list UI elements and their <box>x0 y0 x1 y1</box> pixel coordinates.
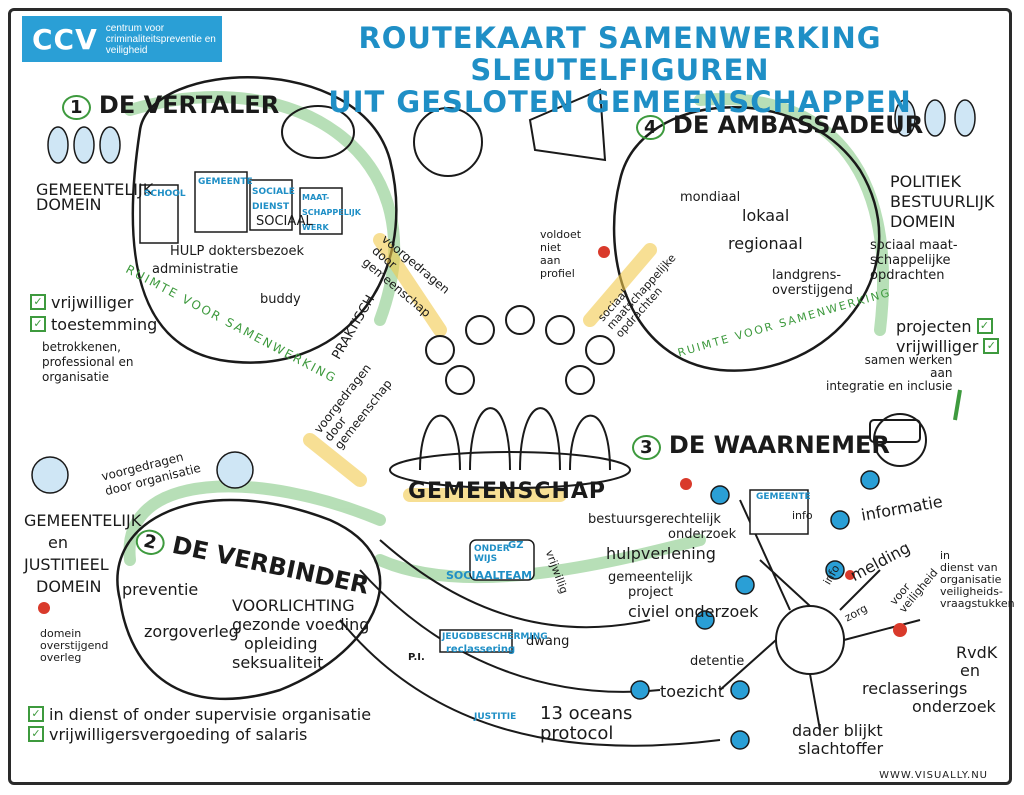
arrow-node <box>825 560 845 580</box>
ambassadeur-domain: POLITIEK BESTUURLIJK DOMEIN <box>890 172 995 231</box>
verbinder-shape <box>116 498 382 701</box>
sociale-dienst-building <box>249 179 293 231</box>
check-icon: ✓ <box>28 706 44 722</box>
check-icon: ✓ <box>983 338 1000 354</box>
gz-label: GZ <box>508 540 524 551</box>
hulp-label: HULP doktersbezoek <box>170 244 305 259</box>
check-icon: ✓ <box>976 318 993 334</box>
arrow-node <box>710 485 730 505</box>
hulpverlening-label: hulpverlening <box>606 544 716 563</box>
verbinder-domain: GEMEENTELIJK en JUSTITIEEL DOMEIN <box>24 511 142 596</box>
sociale-dienst-label: SOCIALE DIENST <box>252 187 295 212</box>
onderwijs-label: ONDER WIJS <box>474 544 510 564</box>
speech-bubble-1 <box>281 105 355 159</box>
vertaler-domain: GEMEENTELIJK DOMEIN <box>36 180 154 214</box>
arrow-node <box>730 730 750 750</box>
ambassadeur-checks: projecten✓ vrijwilliger✓ <box>896 318 1000 354</box>
rvdk-text: RvdK en reclasserings onderzoek <box>862 643 998 716</box>
preventie-label: preventie <box>122 580 199 599</box>
arrow-node <box>860 470 880 490</box>
toezicht-label: toezicht <box>660 682 724 701</box>
domein-overstijgend-text: domein overstijgend overleg <box>40 627 109 664</box>
voldoet-text: voldoet niet aan profiel <box>540 228 582 280</box>
project-text: gemeentelijk project <box>608 570 693 600</box>
waarnemer-title: 3 DE WAARNEMER <box>632 433 890 460</box>
betrokkenen-text: betrokkenen, professional en organisatie <box>42 340 134 384</box>
zorgoverleg-label: zorgoverleg <box>144 622 239 641</box>
sociaalteam-label: SOCIAALTEAM <box>446 569 533 582</box>
ccv-logo: CCV centrum voor criminaliteitspreventie… <box>22 16 222 62</box>
megaphone-icon <box>528 88 607 162</box>
check-icon: ✓ <box>28 726 44 742</box>
sociaal-label: SOCIAAL <box>256 214 313 229</box>
administratie-label: administratie <box>152 262 239 277</box>
landgrens-label: landgrens- overstijgend <box>772 268 853 298</box>
footer-url: WWW.VISUALLY.NU <box>879 770 988 781</box>
arrow-node <box>730 680 750 700</box>
ambassadeur-circle <box>612 106 881 372</box>
stream-line-3 <box>339 619 721 747</box>
stream-line-2 <box>359 569 661 693</box>
voorgedragen-highlight-1 <box>373 233 447 337</box>
justitie-label: JUSTITIE <box>474 712 517 722</box>
page-title: ROUTEKAART SAMENWERKING SLEUTELFIGUREN U… <box>328 21 912 119</box>
page-frame <box>8 8 1012 785</box>
voorgedragen-highlight-2 <box>303 433 367 487</box>
in-dienst-text: in dienst van organisatie veiligheids- v… <box>940 549 1015 610</box>
dader-text: dader blijkt slachtoffer <box>792 721 884 758</box>
arrow-node <box>630 680 650 700</box>
arrow-node <box>735 575 755 595</box>
jeugdbescherming-label: JEUGDBESCHERMING <box>442 632 548 642</box>
maatschappelijk-werk-building <box>299 187 343 235</box>
protocol-text: 13 oceans protocol <box>540 703 633 744</box>
verbinder-highlight <box>123 480 386 566</box>
mondiaal-label: mondiaal <box>680 190 741 205</box>
lokaal-label: lokaal <box>742 206 790 225</box>
opdrachten-highlight <box>583 243 657 327</box>
vertaler-title: 1 DE VERTALER <box>62 93 279 120</box>
gemeente-building <box>194 171 248 233</box>
school-label: SCHOOL <box>144 189 186 199</box>
info-label-1: info <box>792 509 813 522</box>
gemeente-sign: GEMEENTE <box>756 492 811 502</box>
stream-line-1 <box>379 539 651 629</box>
arrow-node <box>830 510 850 530</box>
logo-mark: CCV <box>32 22 98 56</box>
vertaler-checks: ✓vrijwilliger ✓toestemming <box>30 294 157 332</box>
dwang-label: dwang <box>526 634 570 649</box>
gemeenschap-label: GEMEENSCHAP <box>408 479 606 504</box>
detentie-label: detentie <box>690 654 745 669</box>
gemeente-label: GEMEENTE <box>198 177 253 187</box>
ambassadeur-sociaal: sociaal maat- schappelijke opdrachten <box>870 238 958 283</box>
gemeente-building-2 <box>749 489 809 535</box>
voorlichting-text: VOORLICHTING gezonde voeding opleiding s… <box>232 596 370 672</box>
ambassadeur-title: 4 DE AMBASSADEUR <box>636 113 923 140</box>
check-icon: ✓ <box>30 316 46 332</box>
logo-subtitle: centrum voor criminaliteitspreventie en … <box>105 22 216 56</box>
waarnemer-head <box>873 413 927 467</box>
buddy-label: buddy <box>260 292 301 307</box>
maatschappelijk-werk-label: MAAT-SCHAPPELIJK WERK <box>302 193 361 232</box>
verbinder-checks: ✓in dienst of onder supervisie organisat… <box>28 706 371 742</box>
vertaler-circle <box>131 76 398 364</box>
speech-bubble-2 <box>413 107 483 177</box>
sociaalteam-building <box>469 539 535 581</box>
school-building <box>139 184 179 244</box>
regionaal-label: regionaal <box>728 234 803 253</box>
check-icon: ✓ <box>30 294 46 310</box>
jeugdbescherming-sign <box>439 629 513 653</box>
pi-label: P.I. <box>408 652 425 663</box>
binoculars-icon <box>869 419 921 443</box>
bestuur-text: bestuursgerechtelijk onderzoek <box>588 512 737 542</box>
arrow-node <box>695 610 715 630</box>
samen-werken-text: samen werken aan integratie en inclusie <box>826 353 953 393</box>
civiel-label: civiel onderzoek <box>628 602 759 621</box>
reclassering-label: reclassering <box>446 644 516 655</box>
